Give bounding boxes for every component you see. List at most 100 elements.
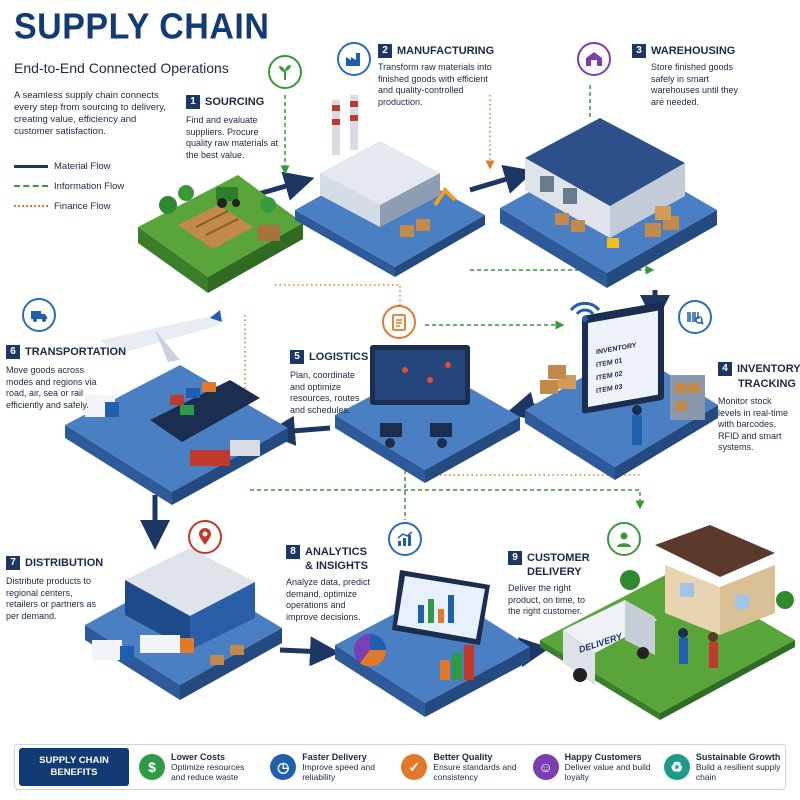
step-title: CUSTOMER bbox=[527, 552, 590, 564]
factory-icon bbox=[346, 53, 360, 66]
step-title: WAREHOUSING bbox=[651, 45, 736, 57]
benefit-title: Faster Delivery bbox=[302, 752, 367, 762]
finance-flow-line-icon bbox=[14, 205, 48, 207]
benefit-desc: Build a resilient supply chain bbox=[695, 762, 781, 782]
inventory-badge bbox=[678, 300, 712, 334]
step-title: SOURCING bbox=[205, 96, 265, 108]
step-number: 7 bbox=[6, 556, 20, 570]
clipboard-icon bbox=[392, 314, 406, 331]
step-description: Analyze data, predict demand, optimize o… bbox=[286, 577, 371, 622]
material-flow-5-6 bbox=[265, 415, 331, 446]
step-number: 1 bbox=[186, 95, 200, 109]
step-description: Deliver the right product, on time, to t… bbox=[508, 583, 586, 616]
step-number: 3 bbox=[632, 44, 646, 58]
sourcing-badge bbox=[268, 55, 302, 89]
material-flow-1-2 bbox=[254, 171, 315, 201]
benefits-label: SUPPLY CHAIN BENEFITS bbox=[19, 748, 129, 786]
distribution-badge bbox=[188, 520, 222, 554]
step-description: Find and evaluate suppliers. Procure qua… bbox=[186, 115, 279, 160]
transportation-tile bbox=[60, 310, 290, 510]
analytics-badge bbox=[388, 522, 422, 556]
step-title: TRANSPORTATION bbox=[25, 346, 127, 358]
step-title: INVENTORY bbox=[737, 363, 800, 375]
sourcing-tile bbox=[138, 165, 308, 305]
legend-finance: Finance Flow bbox=[14, 196, 164, 216]
customer-badge bbox=[607, 522, 641, 556]
truck-icon bbox=[31, 311, 47, 322]
manufacturing-badge bbox=[337, 42, 371, 76]
page-subtitle: End-to-End Connected Operations bbox=[14, 60, 229, 76]
distribution-tile bbox=[80, 540, 285, 710]
warehousing-tile bbox=[495, 88, 720, 298]
information-flow-line-icon bbox=[14, 185, 48, 187]
benefit-title: Sustainable Growth bbox=[695, 752, 781, 762]
step-title: MANUFACTURING bbox=[397, 45, 495, 57]
manufacturing-tile bbox=[290, 95, 490, 280]
recycle-icon: ♻ bbox=[663, 754, 690, 780]
step-customer-delivery: 9 CUSTOMER DELIVERY Deliver the right pro… bbox=[508, 551, 600, 618]
benefit-title: Better Quality bbox=[433, 752, 493, 762]
warehousing-badge bbox=[577, 42, 611, 76]
step-description: Store finished goods safely in smart war… bbox=[651, 62, 739, 107]
page-title: SUPPLY CHAIN bbox=[14, 7, 270, 47]
step-description: Plan, coordinate and optimize resources,… bbox=[290, 370, 360, 415]
step-title: ANALYTICS bbox=[305, 546, 367, 558]
material-flow-2-3 bbox=[469, 164, 535, 194]
step-title: DISTRIBUTION bbox=[25, 557, 104, 569]
benefit-desc: Improve speed and reliability bbox=[302, 762, 375, 782]
wifi-signal-icon bbox=[565, 296, 605, 324]
inventory-tile bbox=[520, 302, 720, 510]
person-icon bbox=[617, 532, 631, 547]
legend-material: Material Flow bbox=[14, 156, 164, 176]
benefit-title: Lower Costs bbox=[171, 752, 226, 762]
step-number: 5 bbox=[290, 350, 304, 364]
analytics-tile bbox=[330, 565, 535, 735]
step-logistics: 5 LOGISTICS Plan, coordinate and optimize… bbox=[290, 350, 368, 416]
step-sourcing: 1 SOURCING Find and evaluate suppliers. P… bbox=[186, 95, 286, 161]
clock-icon: ◷ bbox=[270, 754, 297, 780]
benefit-title: Happy Customers bbox=[564, 752, 642, 762]
location-pin-icon bbox=[199, 528, 211, 545]
step-warehousing: 3 WAREHOUSING Store finished goods safely… bbox=[632, 44, 742, 108]
logistics-badge bbox=[382, 305, 416, 339]
flow-legend: Material Flow Information Flow Finance F… bbox=[14, 156, 164, 216]
finance-flow-logistics bbox=[275, 284, 401, 305]
warehouse-icon bbox=[586, 52, 602, 66]
info-flow-bottom bbox=[250, 489, 645, 510]
shield-check-icon: ✓ bbox=[401, 754, 428, 780]
step-title-line2: & INSIGHTS bbox=[305, 560, 368, 572]
benefit-desc: Deliver value and build loyalty bbox=[564, 762, 651, 782]
step-description: Monitor stock levels in real-time with b… bbox=[718, 396, 789, 452]
step-number: 9 bbox=[508, 551, 522, 565]
benefit-desc: Ensure standards and consistency bbox=[433, 762, 517, 782]
barcode-scan-icon bbox=[687, 312, 704, 325]
step-number: 8 bbox=[286, 545, 300, 559]
step-description: Move goods across modes and regions via … bbox=[6, 365, 97, 410]
logistics-tile bbox=[330, 335, 525, 505]
step-title-line2: DELIVERY bbox=[527, 566, 582, 578]
benefit-desc: Optimize resources and reduce waste bbox=[171, 762, 245, 782]
step-title-line2: TRACKING bbox=[737, 378, 796, 390]
growth-chart-icon bbox=[397, 531, 413, 546]
transportation-badge bbox=[22, 298, 56, 332]
legend-information: Information Flow bbox=[14, 176, 164, 196]
material-flow-7-8 bbox=[279, 636, 340, 667]
dollar-icon: $ bbox=[139, 754, 165, 780]
people-icon: ☺ bbox=[532, 754, 559, 780]
plant-icon bbox=[279, 65, 291, 80]
step-title: LOGISTICS bbox=[309, 351, 369, 363]
material-flow-line-icon bbox=[14, 164, 48, 168]
step-description: Transform raw materials into finished go… bbox=[378, 62, 492, 107]
intro-text: A seamless supply chain connects every s… bbox=[14, 90, 166, 137]
customer-delivery-tile bbox=[535, 525, 797, 725]
